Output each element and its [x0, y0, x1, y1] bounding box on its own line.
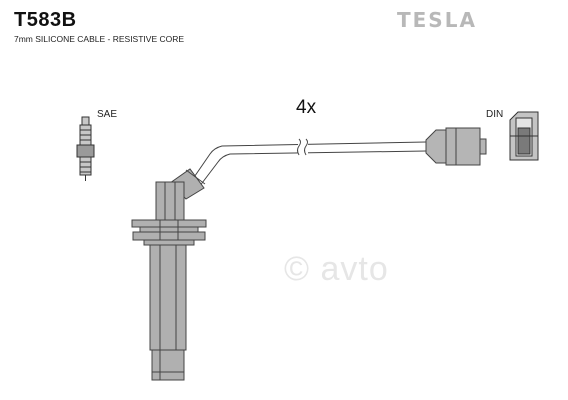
- quantity-label: 4x: [296, 97, 317, 118]
- din-terminal-icon: [509, 111, 539, 161]
- brand-logo: TESLA: [397, 8, 477, 32]
- part-number: T583B: [14, 9, 77, 31]
- watermark: © avto: [284, 250, 389, 288]
- cable-break-mark: [297, 138, 308, 156]
- cable-wire: [187, 141, 427, 192]
- sae-label: SAE: [97, 109, 118, 120]
- spark-plug-icon: [76, 116, 95, 181]
- spark-plug-boot: [131, 168, 207, 381]
- distributor-boot: [425, 127, 487, 166]
- din-label: DIN: [486, 109, 504, 120]
- cable-description: 7mm SILICONE CABLE - RESISTIVE CORE: [14, 34, 185, 44]
